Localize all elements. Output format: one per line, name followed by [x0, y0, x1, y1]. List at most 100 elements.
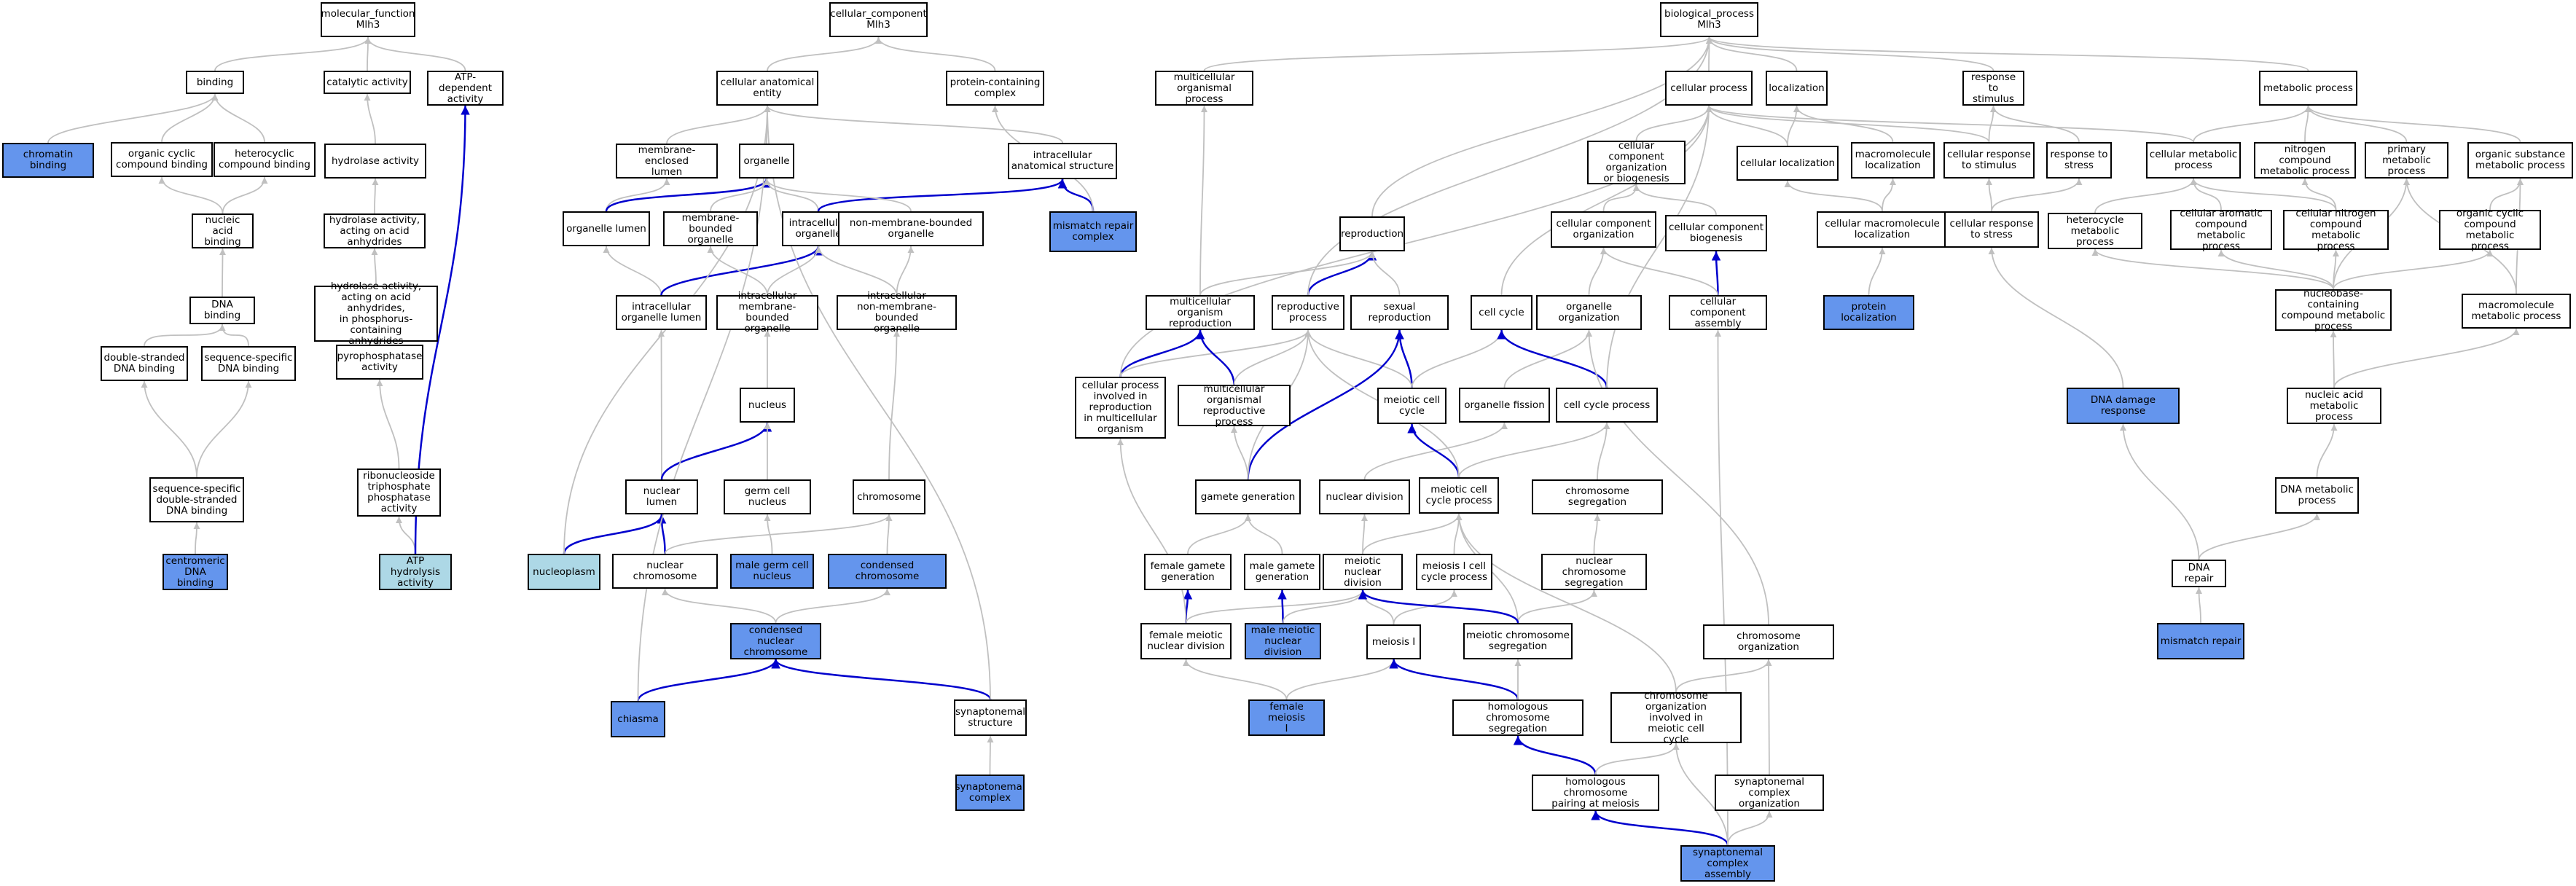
edge-meiosis1-to-meiosis1-ccp: [1393, 589, 1457, 625]
edge-gamete-gen-to-multi-repro-proc: [1231, 426, 1249, 480]
edge-homo-pair-to-homo-seg: [1513, 735, 1597, 775]
edge-dna-bind-to-nucleic-bind: [219, 248, 226, 297]
edge-meiotic-chrom-seg-to-meiotic-nuc-div: [1358, 589, 1519, 624]
go-term-nuc-chrom: nuclear chromosome: [612, 554, 718, 589]
edge-meiotic-cc-to-repro-proc: [1304, 329, 1413, 388]
edge-nucleoplasm-to-nuc-lumen: [563, 514, 667, 554]
edge-memb-lumen-to-cell-anat: [666, 105, 771, 144]
edge-metab-to-bp-root: [1706, 36, 2309, 71]
go-term-fem-gamete: female gamete generation: [1144, 554, 1232, 590]
go-term-catalytic: catalytic activity: [324, 71, 411, 94]
go-term-resp-stim: response to stimulus: [1962, 71, 2024, 106]
go-term-homo-seg: homologous chromosome segregation: [1452, 699, 1583, 736]
edge-cp-repro-to-repro-proc: [1119, 329, 1312, 377]
edge-hydro-phos-to-hydro-anh: [371, 248, 378, 286]
go-term-atp-hyd: ATP hydrolysis activity: [379, 554, 452, 590]
edge-atp-hyd-to-ribo-tp: [396, 516, 416, 554]
edge-org-lumen-to-organelle: [605, 178, 772, 212]
edge-nucleic-bind-to-org-cyc-bind: [158, 176, 224, 214]
go-term-fem-meiosis1: female meiosis I: [1248, 699, 1325, 736]
edge-ssds-bind-to-ds-bind: [141, 380, 197, 478]
go-term-ds-bind: double-stranded DNA binding: [101, 346, 188, 381]
edge-intra-nonmemb-to-intra-org: [815, 246, 898, 296]
go-term-ss-bind: sequence-specific DNA binding: [201, 346, 296, 381]
edge-arom-metab-to-cell-metab: [2190, 178, 2222, 211]
go-term-hydro-phos: hydrolase activity, acting on acid anhyd…: [314, 281, 438, 346]
edge-dna-damage-to-cell-resp-stress: [1988, 247, 2124, 388]
go-term-ssds-bind: sequence-specific double-stranded DNA bi…: [149, 477, 244, 522]
edge-ds-bind-to-dna-bind: [144, 324, 226, 347]
go-term-nucleus: nucleus: [740, 388, 795, 423]
go-term-ribo-tp: ribonucleoside triphosphate phosphatase …: [357, 469, 441, 517]
go-term-cell-cycle: cell cycle: [1471, 295, 1532, 330]
edge-mismatch-repair-to-dna-repair: [2196, 587, 2203, 624]
go-term-chromosome: chromosome: [853, 479, 925, 514]
edge-chiasma-to-cond-nuc-chrom: [637, 659, 780, 702]
edge-cc-proc-to-cell-cycle: [1497, 329, 1608, 388]
go-term-binding: binding: [186, 71, 244, 94]
edge-syn-struct-to-cell-anat: [764, 105, 991, 700]
go-term-syn-struct: synaptonemal structure: [954, 699, 1027, 736]
edge-atp-dep-to-mf-root: [364, 36, 466, 71]
edge-syn-cx-assembly-to-chrom-org-meiotic: [1672, 742, 1729, 846]
edge-cond-nuc-chrom-to-cond-chrom: [775, 588, 890, 624]
edge-cell-resp-stress-to-resp-stress: [1991, 178, 2083, 212]
edge-intra-anat-to-cell-anat: [764, 105, 1063, 144]
edge-cell-resp-stress-to-cell-resp-stim: [1986, 178, 1993, 212]
edge-cell-anat-to-cc-root: [767, 36, 882, 71]
go-term-cc-bio: cellular component biogenesis: [1665, 215, 1767, 251]
go-term-chrom-seg: chromosome segregation: [1532, 479, 1663, 514]
edge-cp-repro-to-multi-repro: [1119, 329, 1205, 377]
go-term-memb-org: membrane-bounded organelle: [663, 211, 758, 246]
edge-centromeric-to-ssds-bind: [193, 522, 200, 554]
go-term-org-cyc-bind: organic cyclic compound binding: [111, 142, 213, 177]
edge-intra-memb-org-to-memb-org: [707, 246, 768, 296]
go-term-chrom-org-meiotic: chromosome organization involved in meio…: [1610, 690, 1742, 745]
edge-nuc-lumen-to-nucleus: [660, 422, 772, 480]
go-term-nitro-metab: nitrogen compound metabolic process: [2254, 142, 2356, 179]
go-term-hetero-bind: heterocyclic compound binding: [214, 142, 316, 177]
go-term-homo-pair: homologous chromosome pairing at meiosis: [1532, 775, 1659, 811]
edge-resp-stress-to-resp-stim: [1990, 105, 2080, 143]
edge-org-sub-metab-to-metab: [2305, 105, 2521, 143]
go-term-intra-org-lumen: intracellular organelle lumen: [616, 295, 707, 330]
go-term-prot-complex: protein-containing complex: [946, 71, 1044, 106]
edge-cell-metab-to-metab: [2193, 105, 2311, 143]
edge-cond-chrom-to-chromosome: [885, 514, 893, 554]
go-term-cc-org: cellular component organization: [1551, 211, 1656, 248]
go-term-male-germ: male germ cell nucleus: [730, 554, 814, 589]
edge-fem-meiotic-div-to-meiotic-nuc-div: [1185, 589, 1366, 624]
go-term-nucleic-bind: nucleic acid binding: [192, 213, 254, 248]
go-term-syn-cx-assembly: synaptonemal complex assembly: [1680, 845, 1775, 882]
edge-multi-repro-to-reproduction: [1199, 251, 1376, 296]
go-term-nuc-chrom-seg: nuclear chromosome segregation: [1541, 554, 1647, 590]
go-term-cell-nitro-metab: cellular nitrogen compound metabolic pro…: [2283, 208, 2389, 251]
go-term-cond-nuc-chrom: condensed nuclear chromosome: [730, 623, 821, 659]
edge-org-cyc-bind-to-binding: [161, 93, 219, 143]
edge-nuc-chrom-seg-to-chrom-seg: [1593, 514, 1601, 554]
edge-ssds-bind-to-ss-bind: [196, 380, 252, 478]
go-term-pyro: pyrophosphatase activity: [336, 345, 423, 380]
go-term-centromeric: centromeric DNA binding: [163, 554, 228, 590]
go-term-prot-loc: protein localization: [1823, 295, 1914, 330]
edge-hetero-bind-to-binding: [211, 93, 265, 143]
edge-syn-complex-to-syn-struct: [987, 735, 994, 775]
edge-meiotic-nuc-div-to-meiotic-ccp: [1362, 513, 1463, 554]
edge-dna-metab-to-nucleic-metab: [2316, 423, 2338, 478]
go-term-dna-repair: DNA repair: [2172, 560, 2226, 587]
edge-binding-to-mf-root: [214, 36, 372, 71]
go-term-meiotic-ccp: meiotic cell cycle process: [1419, 477, 1499, 514]
go-term-hydrolase: hydrolase activity: [324, 144, 426, 179]
go-term-multi-repro-proc: multicellular organismal reproductive pr…: [1178, 383, 1291, 427]
edge-cc-bio-to-cc-org-bio: [1633, 184, 1717, 216]
edge-cell-loc-to-localization: [1787, 105, 1800, 146]
edge-cc-org-to-cc-org-bio: [1602, 184, 1640, 212]
go-term-nuc-lumen: nuclear lumen: [625, 479, 698, 514]
go-term-chiasma: chiasma: [611, 701, 665, 737]
go-term-mismatch-cx: mismatch repair complex: [1049, 211, 1137, 252]
go-term-nucleic-metab: nucleic acid metabolic process: [2287, 388, 2381, 424]
edge-meiotic-chrom-seg-to-nuc-chrom-seg: [1517, 589, 1597, 624]
edge-multi-repro-proc-to-multi-repro: [1195, 329, 1235, 385]
